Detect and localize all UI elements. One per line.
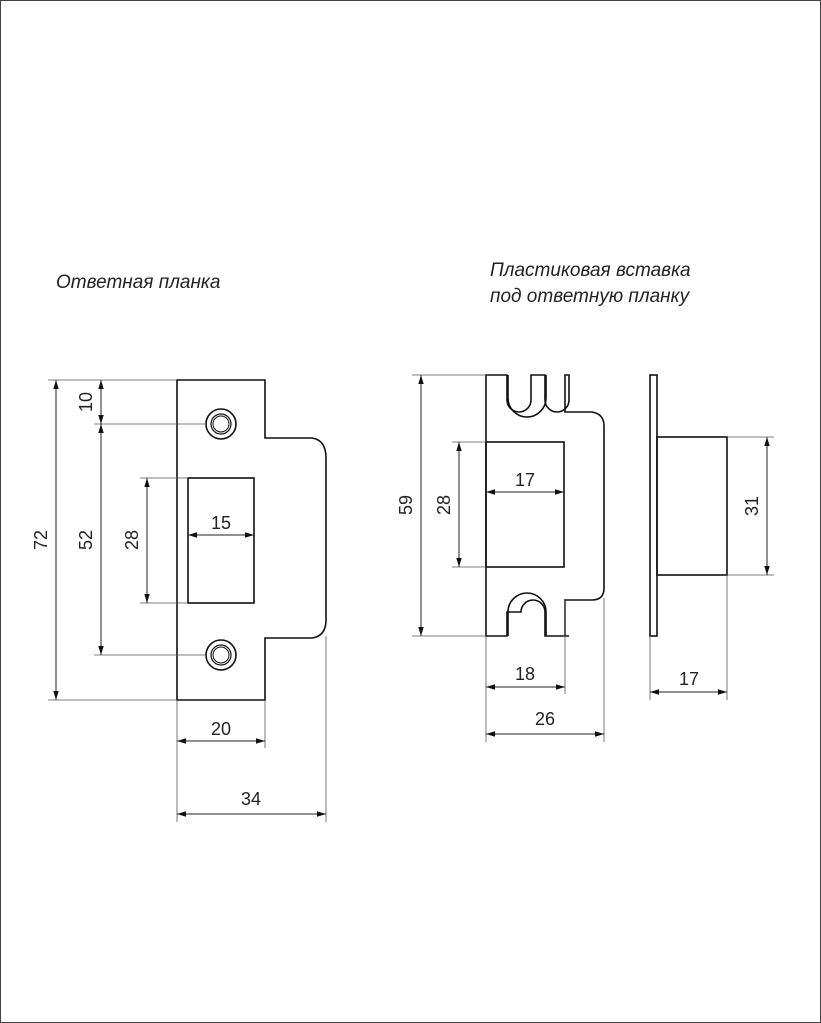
dim-overall-width: 34: [241, 789, 261, 809]
dim-insert-height: 59: [396, 495, 416, 515]
insert-outline: [485, 374, 605, 637]
dim-plate-width: 20: [211, 719, 231, 739]
strike-plate-outline: [176, 379, 327, 701]
strike-plate-title: Ответная планка: [56, 272, 220, 293]
top-screw-hole: [205, 408, 237, 440]
side-extension-lines: [649, 436, 774, 700]
insert-top-slot: [507, 375, 547, 418]
insert-side-flange: [649, 374, 658, 637]
insert-bottom-slot: [507, 592, 547, 636]
insert-side-body: [656, 436, 728, 576]
dim-insert-depth: 17: [679, 669, 699, 689]
dim-strike-height: 72: [31, 530, 51, 550]
dim-window-width: 15: [211, 513, 231, 533]
insert-window: [485, 441, 565, 568]
strike-plate: [176, 379, 327, 701]
dim-hole-spacing: 52: [76, 530, 96, 550]
dim-insert-overall-width: 26: [535, 709, 555, 729]
dim-window-height: 28: [122, 530, 142, 550]
bottom-screw-hole: [205, 639, 237, 671]
dim-insert-depth-height: 31: [742, 496, 762, 516]
dim-insert-width: 18: [515, 664, 535, 684]
plastic-insert-side: [649, 374, 728, 637]
dim-hole-offset: 10: [76, 392, 96, 412]
strike-extension-lines: [48, 379, 327, 822]
plastic-insert-front: [485, 374, 605, 637]
insert-title-line1: Пластиковая вставка: [490, 260, 691, 281]
dim-insert-window-width: 17: [515, 470, 535, 490]
dim-insert-window-height: 28: [434, 495, 454, 515]
insert-title-line2: под ответную планку: [490, 286, 691, 307]
strike-window: [187, 477, 255, 604]
